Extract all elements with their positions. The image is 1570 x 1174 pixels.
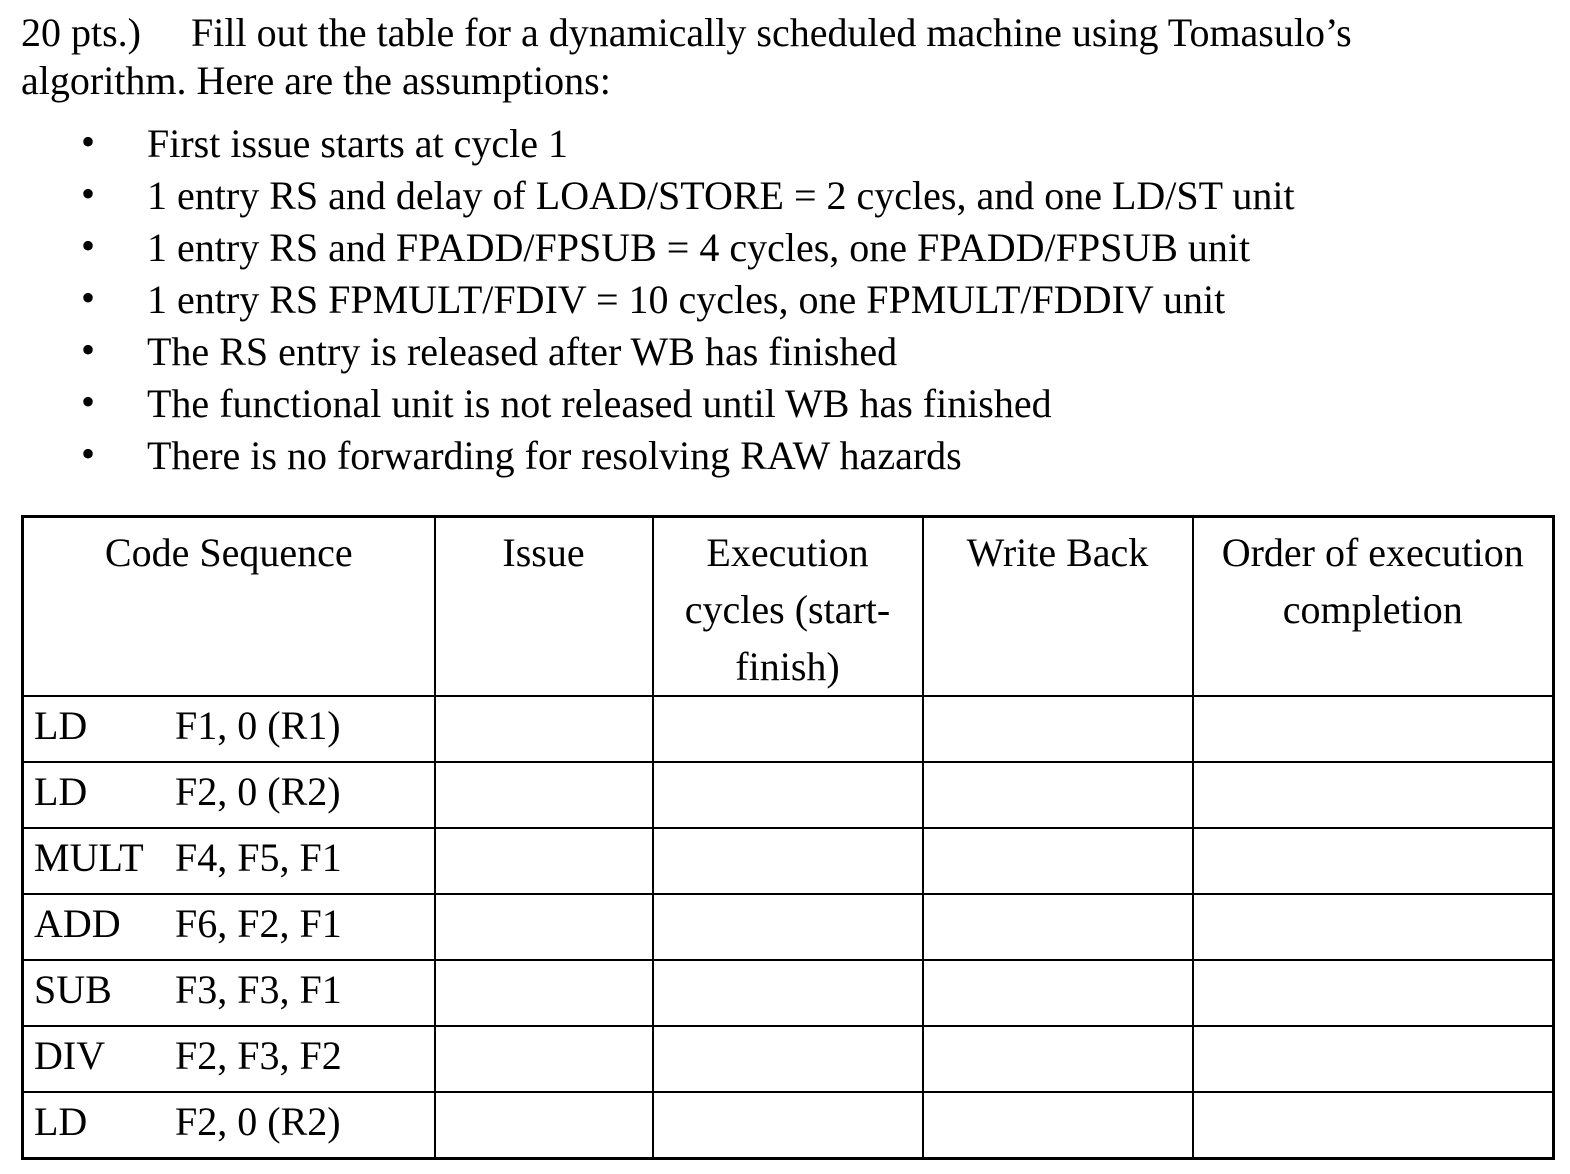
cell-issue — [433, 1091, 654, 1159]
assumption-item: • 1 entry RS FPMULT/FDIV = 10 cycles, one… — [21, 274, 1552, 326]
cell-order — [1191, 827, 1555, 895]
cell-write-back — [921, 1025, 1194, 1093]
cell-code: MULT F4, F5, F1 — [21, 827, 436, 895]
bullet-icon: • — [81, 431, 96, 476]
bullet-icon: • — [81, 327, 96, 372]
cell-execution — [651, 1025, 924, 1093]
bullet-icon: • — [81, 171, 96, 216]
assumption-text: 1 entry RS and delay of LOAD/STORE = 2 c… — [147, 173, 1295, 218]
instruction-opcode: DIV — [34, 1033, 106, 1078]
col-header-order-of-completion: Order of execution completion — [1191, 515, 1555, 697]
cell-issue — [433, 761, 654, 829]
instruction-operands: F1, 0 (R1) — [175, 703, 341, 748]
table-header-row: Code Sequence Issue Execution cycles (st… — [21, 515, 1555, 697]
cell-execution — [651, 761, 924, 829]
col-header-code-sequence: Code Sequence — [21, 515, 436, 697]
instruction-opcode: LD — [34, 703, 88, 748]
cell-issue — [433, 827, 654, 895]
instruction-operands: F3, F3, F1 — [175, 967, 342, 1012]
instruction-operands: F2, 0 (R2) — [175, 1099, 341, 1144]
cell-execution — [651, 695, 924, 763]
instruction-operands: F6, F2, F1 — [175, 901, 342, 946]
cell-write-back — [921, 893, 1194, 961]
assumption-item: • 1 entry RS and FPADD/FPSUB = 4 cycles, … — [21, 222, 1552, 274]
cell-code: LD F1, 0 (R1) — [21, 695, 436, 763]
cell-order — [1191, 893, 1555, 961]
assumption-item: • The RS entry is released after WB has f… — [21, 326, 1552, 378]
tomasulo-table: Code Sequence Issue Execution cycles (st… — [21, 515, 1555, 1160]
instruction-opcode: SUB — [34, 967, 112, 1012]
question-text-line1: Fill out the table for a dynamically sch… — [191, 10, 1352, 55]
cell-write-back — [921, 827, 1194, 895]
cell-execution — [651, 959, 924, 1027]
assumption-item: • First issue starts at cycle 1 — [21, 118, 1552, 170]
cell-code: SUB F3, F3, F1 — [21, 959, 436, 1027]
cell-order — [1191, 959, 1555, 1027]
question-heading-line2: algorithm. Here are the assumptions: — [21, 58, 611, 103]
cell-write-back — [921, 695, 1194, 763]
cell-write-back — [921, 959, 1194, 1027]
instruction-operands: F2, F3, F2 — [175, 1033, 342, 1078]
cell-code: DIV F2, F3, F2 — [21, 1025, 436, 1093]
col-header-execution-cycles: Execution cycles (start- finish) — [651, 515, 924, 697]
instruction-opcode: ADD — [34, 901, 121, 946]
question-heading-line1: 20 pts.) Fill out the table for a dynamic… — [21, 9, 1552, 57]
assumption-text: 1 entry RS and FPADD/FPSUB = 4 cycles, o… — [147, 225, 1251, 270]
assumption-item: • The functional unit is not released unt… — [21, 378, 1552, 430]
instruction-operands: F2, 0 (R2) — [175, 769, 341, 814]
cell-write-back — [921, 761, 1194, 829]
table-row: MULT F4, F5, F1 — [21, 827, 1555, 895]
cell-issue — [433, 695, 654, 763]
assumption-item: • There is no forwarding for resolving RA… — [21, 430, 1552, 482]
cell-order — [1191, 1025, 1555, 1093]
col-header-write-back: Write Back — [921, 515, 1194, 697]
table-row: DIV F2, F3, F2 — [21, 1025, 1555, 1093]
cell-issue — [433, 1025, 654, 1093]
cell-execution — [651, 1091, 924, 1159]
assumption-text: 1 entry RS FPMULT/FDIV = 10 cycles, one … — [147, 277, 1226, 322]
cell-code: LD F2, 0 (R2) — [21, 1091, 436, 1159]
bullet-icon: • — [81, 223, 96, 268]
cell-write-back — [921, 1091, 1194, 1159]
assumption-text: The functional unit is not released unti… — [147, 381, 1052, 426]
bullet-icon: • — [81, 119, 96, 164]
instruction-opcode: MULT — [34, 835, 144, 880]
assumption-text: The RS entry is released after WB has fi… — [147, 329, 898, 374]
assumption-item: • 1 entry RS and delay of LOAD/STORE = 2 … — [21, 170, 1552, 222]
assumption-text: There is no forwarding for resolving RAW… — [147, 433, 962, 478]
table-row: SUB F3, F3, F1 — [21, 959, 1555, 1027]
cell-code: ADD F6, F2, F1 — [21, 893, 436, 961]
bullet-icon: • — [81, 275, 96, 320]
cell-issue — [433, 959, 654, 1027]
col-header-issue: Issue — [433, 515, 654, 697]
table-row: LD F2, 0 (R2) — [21, 761, 1555, 829]
points-label: 20 pts.) — [21, 10, 141, 55]
cell-issue — [433, 893, 654, 961]
table-row: LD F2, 0 (R2) — [21, 1091, 1555, 1159]
assumptions-list: • First issue starts at cycle 1 • 1 entry … — [21, 118, 1552, 482]
bullet-icon: • — [81, 379, 96, 424]
cell-order — [1191, 695, 1555, 763]
table-row: ADD F6, F2, F1 — [21, 893, 1555, 961]
cell-code: LD F2, 0 (R2) — [21, 761, 436, 829]
instruction-operands: F4, F5, F1 — [175, 835, 342, 880]
cell-execution — [651, 827, 924, 895]
cell-order — [1191, 761, 1555, 829]
cell-execution — [651, 893, 924, 961]
table-row: LD F1, 0 (R1) — [21, 695, 1555, 763]
cell-order — [1191, 1091, 1555, 1159]
assumption-text: First issue starts at cycle 1 — [147, 121, 569, 166]
instruction-opcode: LD — [34, 769, 88, 814]
instruction-opcode: LD — [34, 1099, 88, 1144]
